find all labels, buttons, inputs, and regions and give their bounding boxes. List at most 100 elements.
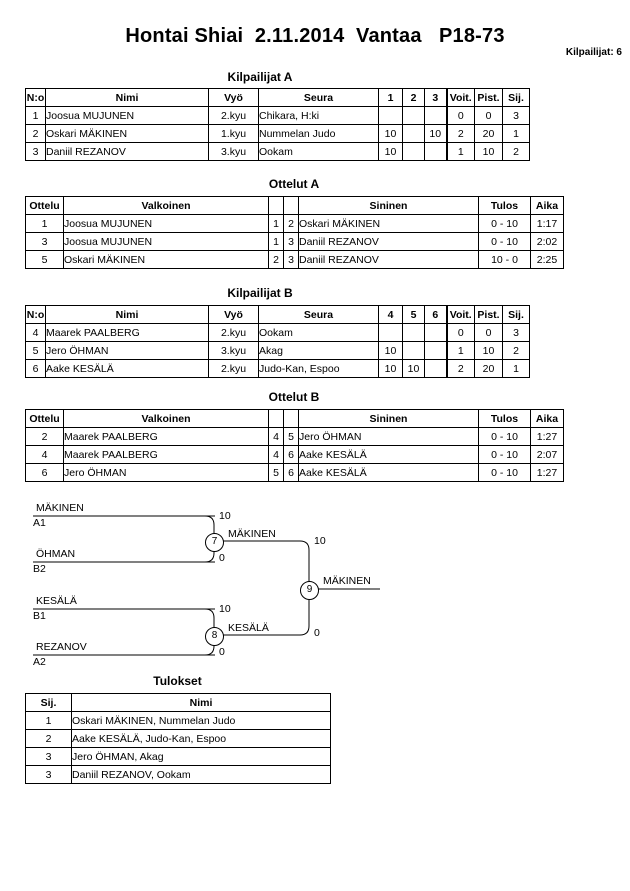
cell-club: Ookam	[258, 323, 379, 342]
cell-m1: 10	[378, 142, 403, 161]
table-row: 4 Maarek PAALBERG 4 6 Aake KESÄLÄ 0 - 10…	[25, 445, 564, 464]
cell-points: 10	[474, 341, 503, 360]
cell-name: Oskari MÄKINEN, Nummelan Judo	[71, 711, 331, 730]
col-m2: 2	[402, 88, 425, 107]
col-name: Nimi	[45, 88, 209, 107]
cell-name: Maarek PAALBERG	[45, 323, 209, 342]
table-row: 1 Joosua MUJUNEN 2.kyu Chikara, H:ki 0 0…	[25, 106, 530, 125]
col-club: Seura	[258, 305, 379, 324]
col-rank: Sij.	[25, 693, 72, 712]
cell-rank: 3	[502, 106, 530, 125]
cell-m2	[402, 124, 425, 143]
cell-match-no: 6	[25, 463, 64, 482]
table-row: 2 Maarek PAALBERG 4 5 Jero ÖHMAN 0 - 10 …	[25, 427, 564, 446]
cell-blue-no: 3	[283, 232, 299, 251]
bracket-score-bottom: 0	[219, 646, 225, 658]
cell-no: 3	[25, 142, 46, 161]
col-rank: Sij.	[502, 88, 530, 107]
cell-match-no: 5	[25, 250, 64, 269]
cell-m1: 10	[378, 341, 403, 360]
col-white-no	[268, 196, 284, 215]
cell-white: Joosua MUJUNEN	[63, 232, 269, 251]
table-row: 1 Oskari MÄKINEN, Nummelan Judo	[25, 711, 331, 730]
col-m3: 6	[424, 305, 447, 324]
bracket-final-score-bottom: 0	[314, 627, 320, 639]
cell-blue-no: 3	[283, 250, 299, 269]
bracket-winner-name: MÄKINEN	[228, 528, 276, 540]
table-row: 1 Joosua MUJUNEN 1 2 Oskari MÄKINEN 0 - …	[25, 214, 564, 233]
bracket-entry-name: REZANOV	[36, 641, 87, 653]
table-row: 5 Jero ÖHMAN 3.kyu Akag 10 1 10 2	[25, 341, 530, 360]
cell-result: 0 - 10	[478, 232, 531, 251]
cell-m3	[424, 323, 447, 342]
cell-blue: Daniil REZANOV	[298, 232, 479, 251]
cell-points: 20	[474, 359, 503, 378]
cell-rank: 3	[502, 323, 530, 342]
cell-m3	[424, 359, 447, 378]
table-row: 4 Maarek PAALBERG 2.kyu Ookam 0 0 3	[25, 323, 530, 342]
cell-rank: 2	[502, 142, 530, 161]
cell-rank: 1	[25, 711, 72, 730]
cell-result: 10 - 0	[478, 250, 531, 269]
cell-blue: Aake KESÄLÄ	[298, 463, 479, 482]
bracket-final-node[interactable]: 9	[300, 581, 319, 600]
table-row: 3 Joosua MUJUNEN 1 3 Daniil REZANOV 0 - …	[25, 232, 564, 251]
cell-white: Maarek PAALBERG	[63, 427, 269, 446]
cell-time: 2:02	[530, 232, 564, 251]
bracket-entry-seed: A2	[33, 656, 46, 668]
cell-white: Maarek PAALBERG	[63, 445, 269, 464]
col-belt: Vyö	[208, 88, 259, 107]
cell-wins: 0	[445, 106, 475, 125]
cell-points: 10	[474, 142, 503, 161]
cell-match-no: 3	[25, 232, 64, 251]
cell-belt: 2.kyu	[208, 106, 259, 125]
cell-m3	[424, 142, 447, 161]
bracket-match-node[interactable]: 7	[205, 533, 224, 552]
bracket-final-score-top: 10	[314, 535, 326, 547]
bracket-score-bottom: 0	[219, 552, 225, 564]
bracket-score-top: 10	[219, 603, 231, 615]
cell-white-no: 1	[268, 214, 284, 233]
bracket-match-node[interactable]: 8	[205, 627, 224, 646]
col-time: Aika	[530, 196, 564, 215]
col-wins: Voit.	[445, 305, 475, 324]
cell-blue: Jero ÖHMAN	[298, 427, 479, 446]
cell-white-no: 5	[268, 463, 284, 482]
col-m3: 3	[424, 88, 447, 107]
cell-belt: 2.kyu	[208, 323, 259, 342]
cell-no: 2	[25, 124, 46, 143]
bracket-entry-name: ÖHMAN	[36, 548, 76, 560]
cell-white-no: 4	[268, 445, 284, 464]
cell-club: Ookam	[258, 142, 379, 161]
cell-rank: 3	[25, 765, 72, 784]
cell-club: Chikara, H:ki	[258, 106, 379, 125]
col-white: Valkoinen	[63, 196, 269, 215]
cell-rank: 2	[25, 729, 72, 748]
cell-result: 0 - 10	[478, 214, 531, 233]
cell-rank: 1	[502, 124, 530, 143]
cell-m2: 10	[402, 359, 425, 378]
cell-time: 2:07	[530, 445, 564, 464]
cell-blue: Oskari MÄKINEN	[298, 214, 479, 233]
table-row: 3 Jero ÖHMAN, Akag	[25, 747, 331, 766]
col-blue-no	[283, 409, 299, 428]
col-blue-no	[283, 196, 299, 215]
cell-points: 0	[474, 323, 503, 342]
cell-points: 0	[474, 106, 503, 125]
cell-no: 6	[25, 359, 46, 378]
cell-points: 20	[474, 124, 503, 143]
col-blue: Sininen	[298, 196, 479, 215]
cell-time: 1:27	[530, 427, 564, 446]
cell-blue-no: 6	[283, 445, 299, 464]
col-name: Nimi	[45, 305, 209, 324]
cell-belt: 2.kyu	[208, 359, 259, 378]
col-no: N:o	[25, 305, 46, 324]
cell-blue: Aake KESÄLÄ	[298, 445, 479, 464]
col-blue: Sininen	[298, 409, 479, 428]
cell-belt: 3.kyu	[208, 341, 259, 360]
table-row: 2 Aake KESÄLÄ, Judo-Kan, Espoo	[25, 729, 331, 748]
cell-name: Oskari MÄKINEN	[45, 124, 209, 143]
cell-wins: 1	[445, 341, 475, 360]
caption-matches-a: Ottelut A	[268, 177, 320, 191]
cell-white-no: 2	[268, 250, 284, 269]
